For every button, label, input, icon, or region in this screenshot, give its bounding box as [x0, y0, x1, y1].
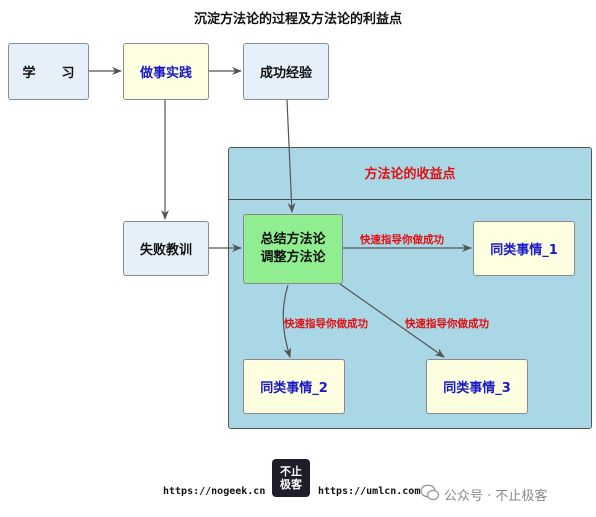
node-failure-lessons-label: 失败教训: [139, 243, 192, 258]
node-similar-1: 同类事情_1: [473, 221, 575, 276]
logo-line2: 极客: [280, 478, 302, 491]
logo-line1: 不止: [280, 465, 302, 478]
node-methodology-line2: 调整方法论: [260, 250, 326, 265]
footer-left-url: https://nogeek.cn: [163, 486, 266, 497]
group-divider: [228, 199, 592, 200]
arrow-method-similar2: [282, 284, 292, 358]
edge-label-similar3: 快速指导你做成功: [405, 318, 489, 330]
edge-label-similar2: 快速指导你做成功: [284, 318, 368, 330]
node-success-experience: 成功经验: [243, 43, 329, 100]
node-study: 学 习: [8, 43, 89, 100]
edge-label-similar1: 快速指导你做成功: [360, 234, 444, 246]
group-title: 方法论的收益点: [364, 167, 456, 182]
brand-logo: 不止 极客: [272, 459, 310, 497]
diagram-title: 沉淀方法论的过程及方法论的利益点: [193, 12, 402, 27]
footer-right-url: https://umlcn.com: [318, 486, 421, 497]
node-failure-lessons: 失败教训: [123, 221, 209, 276]
arrow-method-similar3: [339, 283, 445, 358]
node-similar-3: 同类事情_3: [426, 359, 528, 414]
wechat-icon: [420, 484, 440, 506]
node-methodology: 总结方法论 调整方法论: [243, 214, 343, 284]
node-methodology-line1: 总结方法论: [260, 232, 326, 247]
watermark-text: 公众号 · 不止极客: [444, 489, 548, 504]
arrow-success-method: [286, 99, 296, 213]
node-similar-2: 同类事情_2: [243, 359, 345, 414]
node-practice: 做事实践: [123, 43, 209, 100]
